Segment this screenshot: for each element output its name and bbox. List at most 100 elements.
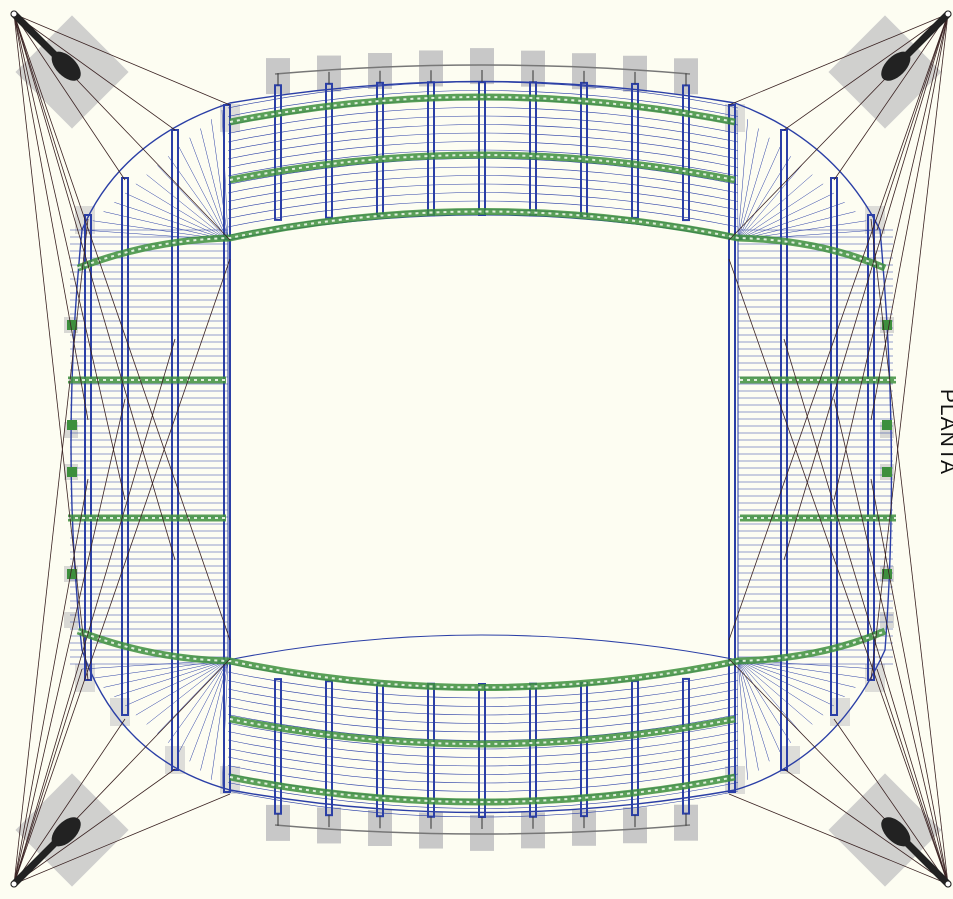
stay-cable [13, 668, 83, 885]
corner-purlin-bl [114, 659, 229, 697]
stay-cable [783, 338, 949, 885]
radial-trusses [70, 70, 893, 829]
stay-cable [13, 768, 176, 885]
stay-cable [870, 13, 949, 681]
bottom-ring-truss-inner [76, 627, 887, 691]
stay-cable [728, 13, 949, 641]
top-radial-truss [478, 81, 486, 217]
top-purlin [227, 141, 739, 168]
bottom-purlin [227, 731, 739, 758]
stay-cable [13, 13, 126, 501]
top-purlin [227, 175, 739, 202]
corner-purlin-tl [146, 174, 229, 241]
top-ring-truss-outer-lattice [229, 96, 736, 123]
mast-tip [944, 880, 952, 888]
stay-cable [13, 13, 126, 181]
corner-purlin-br [737, 659, 856, 688]
corner-purlin-bl [189, 659, 229, 762]
stay-cable [876, 668, 949, 885]
corner-purlin-tr [737, 211, 856, 241]
stay-cable [833, 398, 949, 885]
corner-purlin-tr [737, 119, 749, 241]
corner-purlin-tl [157, 165, 229, 241]
edge-pad [830, 698, 850, 726]
corner-purlin-tl [210, 119, 229, 241]
right-edge-node [882, 320, 892, 330]
corner-purlin-br [737, 659, 770, 762]
stay-cable [13, 718, 126, 885]
corner-purlin-tr [737, 156, 792, 241]
corner-purlin-tl [135, 183, 229, 241]
bottom-radial-truss [274, 678, 282, 815]
left-edge-node [67, 320, 77, 330]
stay-cable [13, 13, 176, 561]
top-radial-truss [529, 81, 537, 217]
corner-purlin-bl [157, 659, 229, 734]
top-purlin [227, 149, 739, 177]
stay-cable [728, 258, 949, 885]
top-ring-truss-outer [229, 93, 736, 126]
bottom-purlin [227, 739, 739, 767]
bottom-purlin [227, 790, 739, 818]
stay-cable [833, 13, 949, 501]
corner-purlin-br [736, 659, 739, 790]
stay-cable [870, 218, 949, 885]
stay-cable [13, 13, 89, 681]
corner-purlin-tr [736, 109, 739, 241]
stay-cable [13, 13, 231, 641]
bottom-ring-truss-middle-lattice [229, 718, 736, 745]
bottom-purlin [227, 671, 739, 699]
edge-pad [165, 746, 185, 774]
corner-purlin-tl [189, 137, 229, 241]
bottom-purlin [227, 756, 739, 784]
right-radial-truss [780, 129, 788, 771]
right-radial-truss [728, 104, 736, 793]
corner-purlin-bl [200, 659, 229, 771]
stay-cable [870, 13, 949, 421]
top-ring-truss-middle-lattice [229, 154, 736, 181]
bottom-radial-truss [427, 682, 435, 818]
bottom-purlin [227, 680, 739, 707]
top-purlin [227, 90, 739, 117]
top-purlin [227, 107, 739, 134]
corner-purlin-bl [167, 659, 229, 743]
corner-purlin-bl [103, 659, 229, 688]
bottom-perimeter-arc [274, 824, 691, 835]
corner-purlin-br [737, 659, 824, 716]
left-radial-truss [223, 104, 231, 793]
bottom-purlin [227, 697, 739, 724]
bottom-purlin [227, 765, 739, 792]
stay-cable [876, 13, 949, 231]
corner-purlin-bl [178, 659, 229, 753]
edge-pad [780, 746, 800, 774]
corner-purlin-br [737, 659, 802, 734]
top-purlin [227, 132, 739, 160]
top-purlin [227, 200, 739, 228]
left-edge-node [67, 569, 77, 579]
stay-cable [13, 13, 176, 131]
corner-masts [10, 10, 952, 888]
right-edge-node [882, 420, 892, 430]
top-radial-truss [682, 84, 690, 222]
corner-purlin-bl [135, 659, 229, 716]
top-purlin [227, 192, 739, 219]
corner-purlin-tr [737, 192, 835, 241]
stay-cable [13, 398, 126, 885]
stay-cable [13, 13, 89, 421]
stay-cable [13, 478, 89, 885]
bottom-purlin [227, 714, 739, 741]
mast-tip [10, 10, 18, 18]
left-radial-truss [171, 129, 179, 771]
corner-purlin-tr [737, 128, 759, 241]
corner-purlin-tl [178, 146, 229, 241]
stay-cables [13, 13, 949, 885]
corner-purlin-tr [737, 146, 781, 241]
stay-cable [833, 718, 949, 885]
stay-cable [13, 13, 231, 106]
bottom-purlin [227, 688, 739, 716]
corner-purlin-tr [737, 174, 813, 241]
corner-purlin-tr [737, 137, 770, 241]
mast-base [51, 817, 81, 847]
side-pad-left [64, 612, 78, 628]
